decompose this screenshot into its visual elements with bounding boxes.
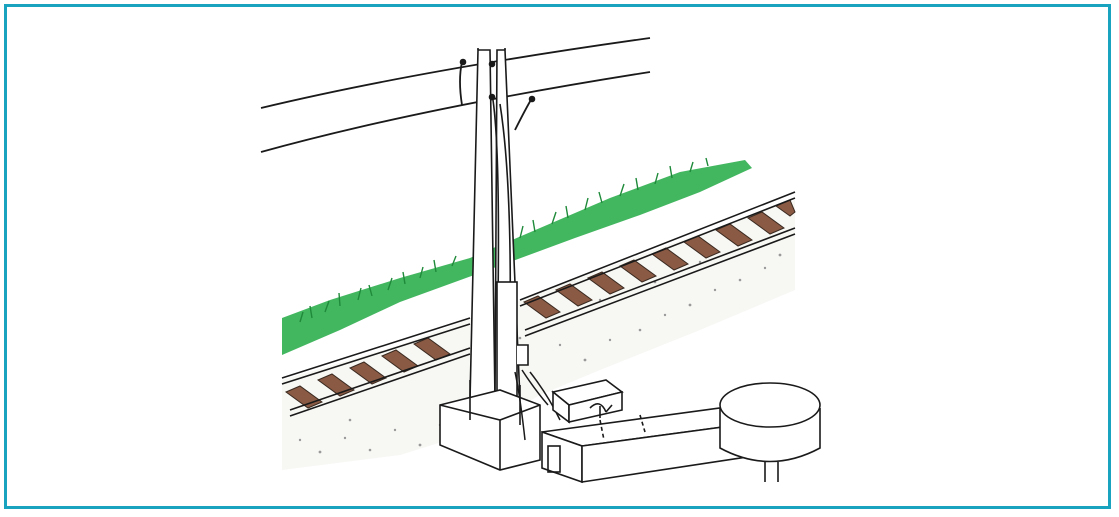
pole-footing: [439, 380, 541, 471]
manhole-chamber: [719, 382, 821, 482]
cables: [514, 369, 561, 441]
cable-sleeve: [496, 281, 529, 403]
overhead-wires: [260, 37, 651, 153]
junction-box: [551, 379, 624, 424]
ballast: [282, 200, 795, 470]
railway-track: [281, 191, 796, 417]
grass-embankment: [282, 157, 752, 355]
